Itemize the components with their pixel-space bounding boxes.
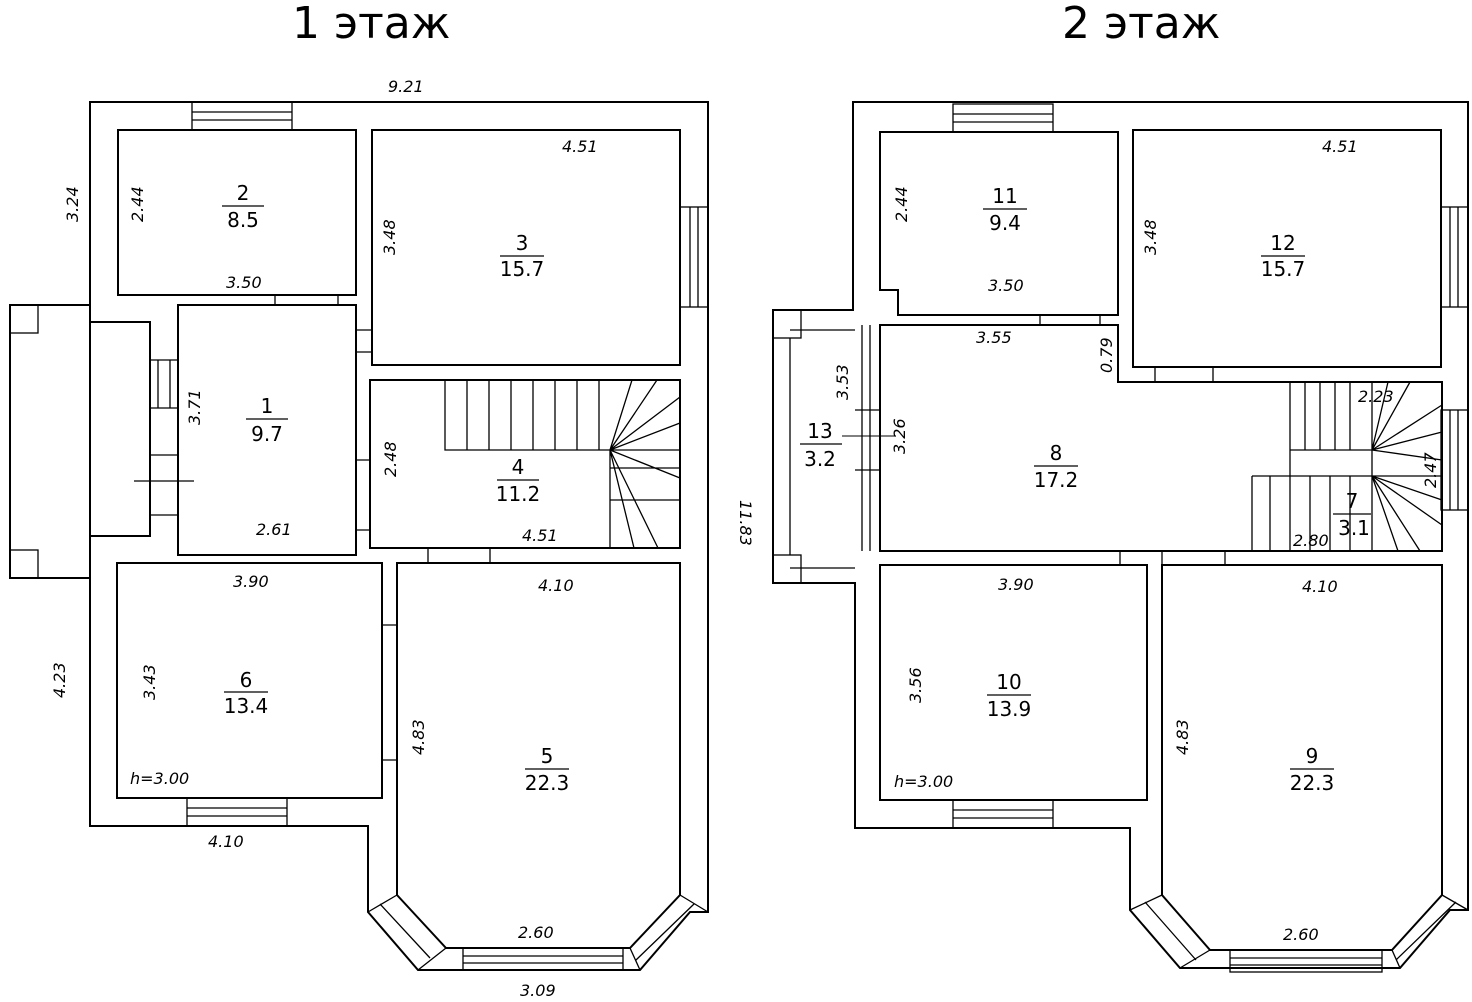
f1-r5-width: 4.10 [538,576,574,595]
f1-entry-steps [134,359,194,516]
f1-room-labels: 2 8.5 3 15.7 1 9.7 4 11.2 6 13.4 5 22.3 [222,181,569,795]
f2-r9-height: 4.83 [1173,719,1192,755]
f1-r1-height: 3.71 [185,389,204,425]
f2-balcony-door [855,325,881,551]
f1-overall-depth: 11.83 [736,500,755,546]
f2-ceiling-height: h=3.00 [894,772,953,791]
f1-r6-width: 3.90 [233,572,269,591]
f1-r4-width: 4.51 [522,526,558,545]
room-area: 13.9 [987,697,1032,721]
room-area: 3.2 [804,447,836,471]
f1-porch [9,304,91,579]
room-area: 15.7 [1261,257,1306,281]
room-number: 7 [1346,489,1359,513]
room-number: 12 [1270,231,1295,255]
f2-windows [952,103,1469,973]
f2-doors [1039,315,1226,565]
f1-outer-wall [89,101,709,971]
f1-left-upper: 3.24 [63,186,82,222]
room-area: 11.2 [496,482,541,506]
f2-balcony-post [772,554,802,584]
f2-room-11 [879,131,1119,316]
floor-2-title: 2 этаж [1062,0,1221,49]
f1-staircase [444,379,681,549]
f1-ceiling-height: h=3.00 [130,769,189,788]
room-area: 9.4 [989,211,1021,235]
room-area: 17.2 [1034,468,1079,492]
room-area: 22.3 [525,771,570,795]
room-area: 22.3 [1290,771,1335,795]
room-number: 5 [541,744,554,768]
f1-r2-width: 3.50 [226,273,262,292]
room-number: 11 [992,184,1017,208]
f2-r8-height: 3.26 [890,418,909,454]
f2-balcony-rail [789,329,855,569]
f2-r8-width: 3.55 [976,328,1012,347]
f1-r1-width: 2.61 [256,520,292,539]
f1-overall-width: 9.21 [388,77,424,96]
f1-r4-height: 2.48 [381,441,400,477]
f2-outer-wall [772,101,1469,969]
f2-r11-width: 3.50 [988,276,1024,295]
room-area: 8.5 [227,208,259,232]
room-area: 15.7 [500,257,545,281]
f1-porch-post [9,549,39,579]
f2-r12-height: 3.48 [1141,219,1160,255]
f2-room-labels: 11 9.4 12 15.7 13 3.2 8 17.2 7 3.1 10 13… [800,184,1371,795]
f2-bay-inner: 2.60 [1283,925,1319,944]
f2-r10-width: 3.90 [998,575,1034,594]
f1-left-lower: 4.23 [50,662,69,698]
f2-stair-height: 2.47 [1421,452,1440,488]
room-area: 9.7 [251,422,283,446]
f2-r13-height: 3.53 [833,364,852,400]
f2-balcony-post [772,309,802,339]
room-number: 13 [807,419,832,443]
room-number: 2 [237,181,250,205]
f2-r10-height: 3.56 [906,667,925,703]
room-number: 6 [240,668,253,692]
f1-r3-height: 3.48 [380,219,399,255]
f2-staircase [1251,381,1443,552]
room-number: 4 [512,455,525,479]
f1-r3-width: 4.51 [562,137,598,156]
f1-r5-height: 4.83 [409,719,428,755]
f1-windows [186,101,709,971]
f2-r9-width: 4.10 [1302,577,1338,596]
f1-bay-outer: 3.09 [520,981,556,1000]
floor-1-plan: 9.21 11.83 3.24 4.23 4.10 2.60 3.09 2.44… [9,77,755,1000]
f1-bottom-left: 4.10 [208,832,244,851]
f1-room-5 [396,562,681,949]
f1-bay-inner: 2.60 [518,923,554,942]
floor-2-plan: 2.44 3.50 4.51 3.48 3.55 0.79 3.53 3.26 … [772,101,1469,973]
room-area: 3.1 [1338,516,1370,540]
f2-r8-step: 0.79 [1097,337,1116,373]
f1-doors [274,295,491,761]
f2-r11-height: 2.44 [892,186,911,222]
room-number: 3 [516,231,529,255]
room-number: 9 [1306,744,1319,768]
floor-1-title: 1 этаж [292,0,451,49]
f2-stair-width: 2.23 [1358,387,1394,406]
f1-r2-height: 2.44 [128,186,147,222]
f1-porch-post [9,304,39,334]
room-number: 8 [1050,441,1063,465]
room-number: 1 [261,394,274,418]
f1-room-4 [369,379,681,549]
f2-r7-width: 2.80 [1293,531,1329,550]
room-area: 13.4 [224,694,269,718]
f1-r6-height: 3.43 [140,664,159,700]
room-number: 10 [996,670,1021,694]
f1-room-1 [177,304,357,556]
f2-room-9 [1161,564,1443,951]
f1-entry-window [157,360,171,408]
f2-r12-width: 4.51 [1322,137,1358,156]
